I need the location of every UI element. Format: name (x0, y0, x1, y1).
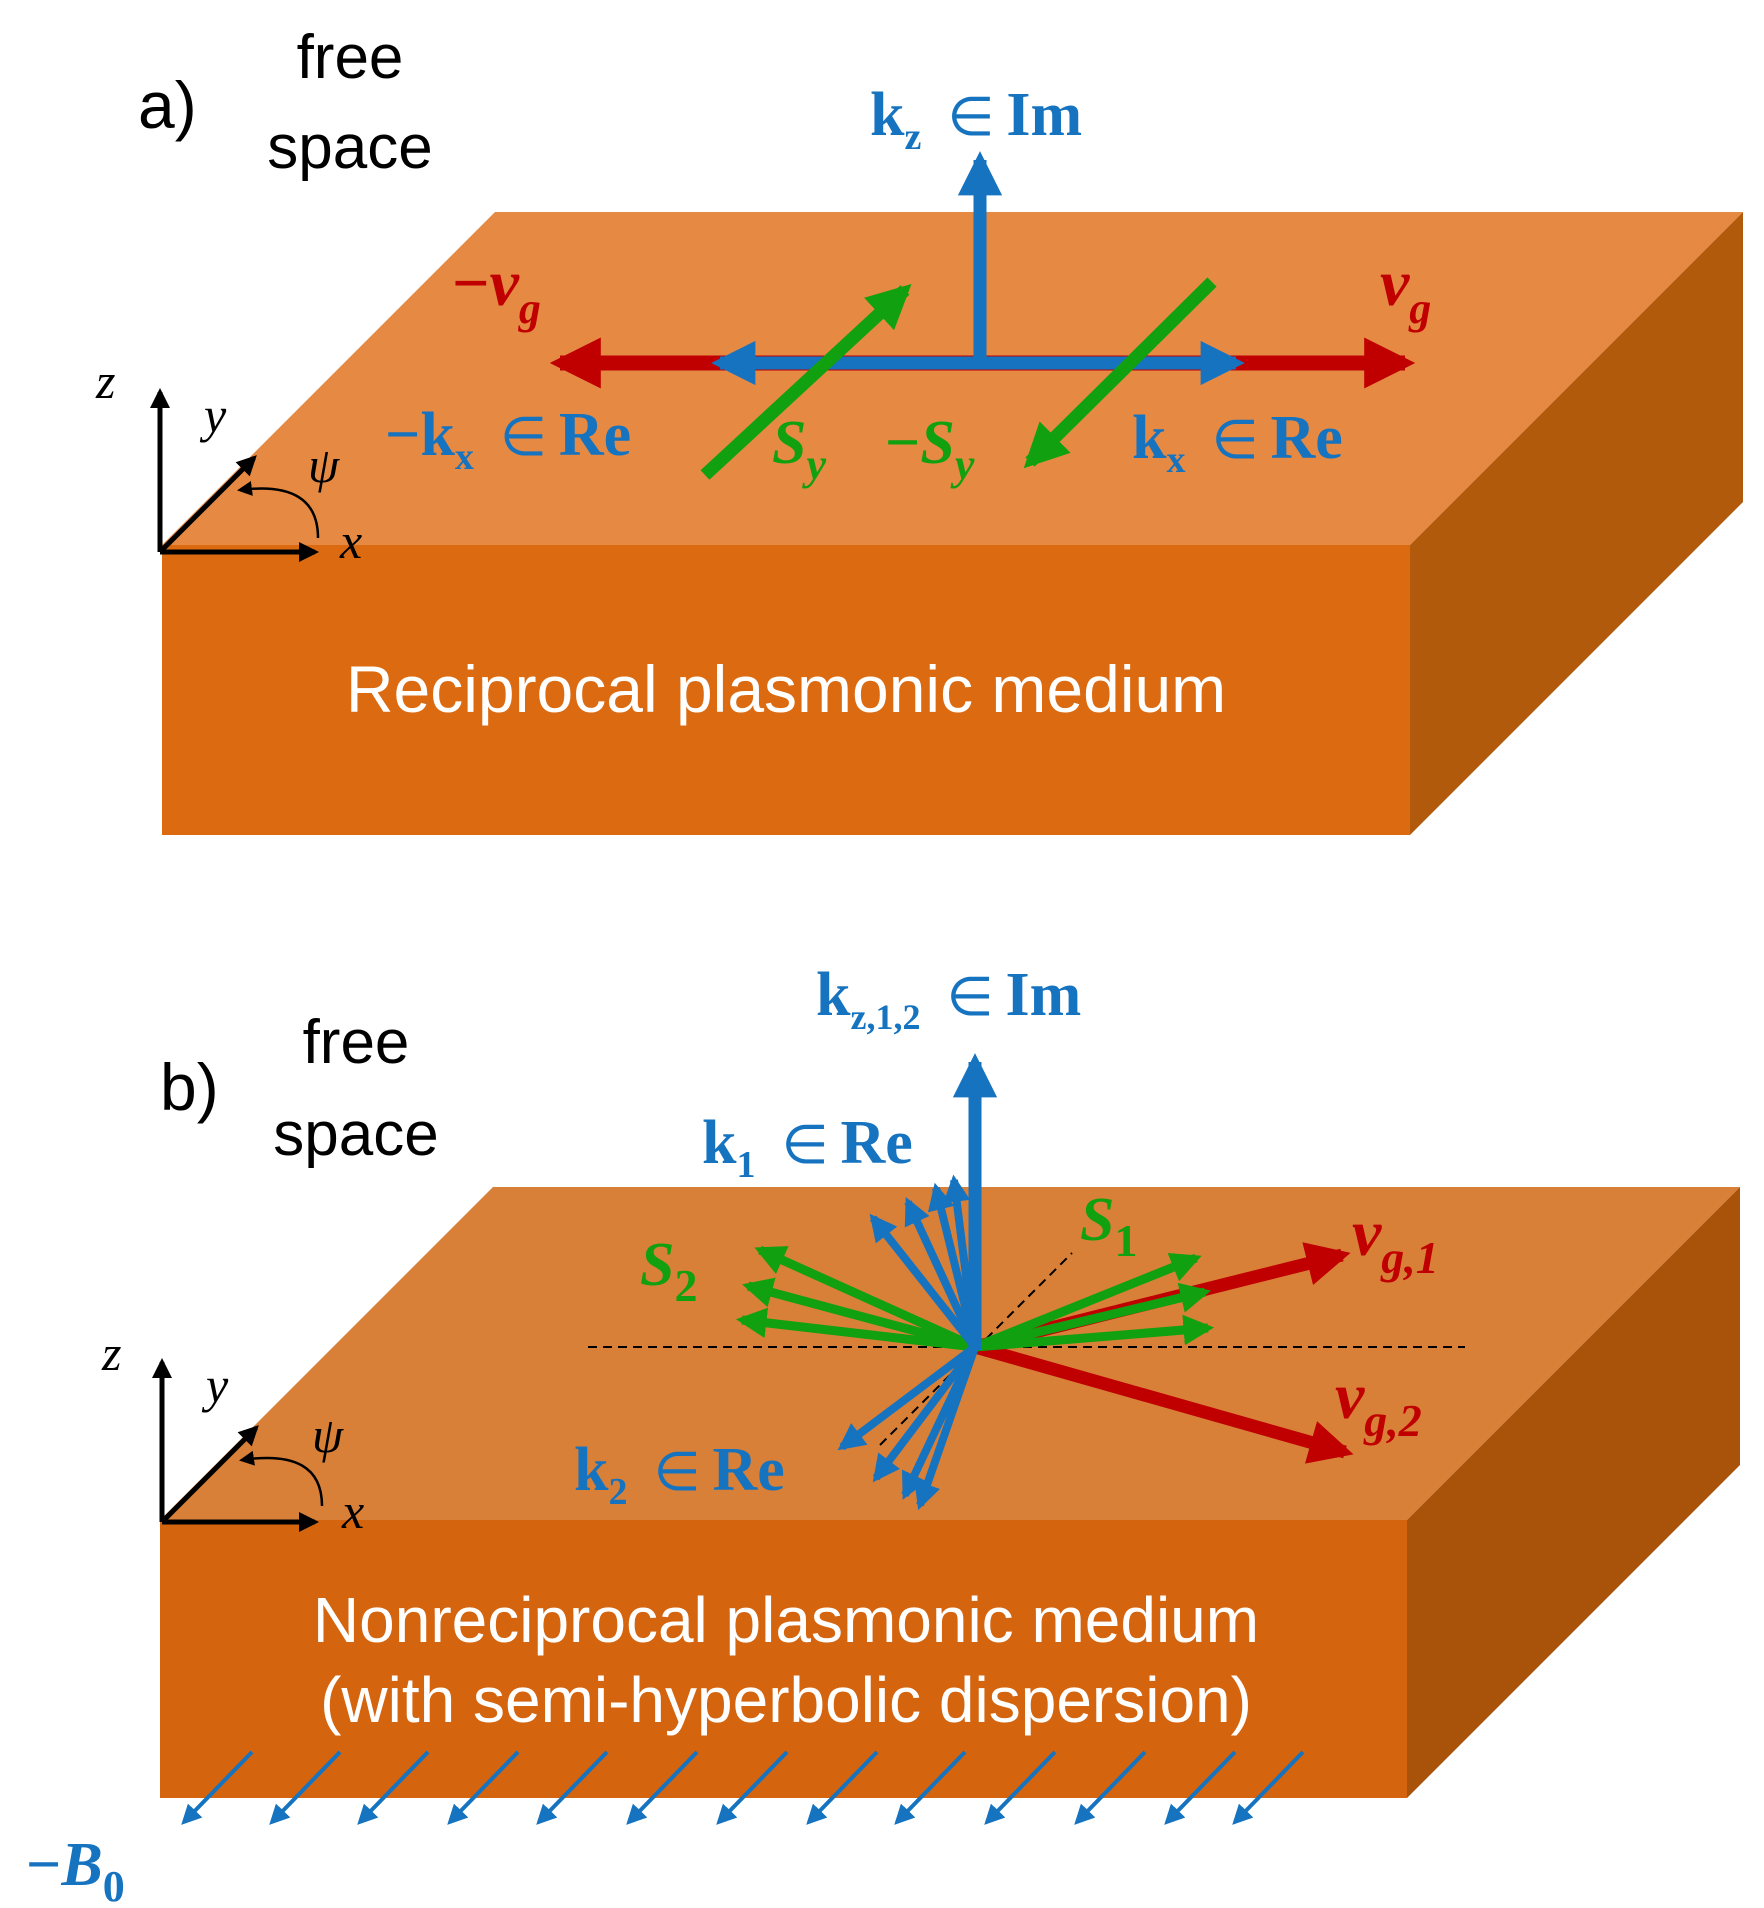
bias-field-arrow (1074, 1750, 1147, 1825)
arrow-b-k1-fan (869, 1213, 979, 1350)
axis-b-y-arrow (160, 1425, 259, 1524)
bias-field-arrow (269, 1750, 342, 1825)
label-b-b0: −B0 (26, 1831, 125, 1908)
panel-a-region-line1: free (297, 23, 404, 92)
arrow-b-k2-fan (872, 1344, 979, 1483)
label-b-s2: S2 (640, 1231, 697, 1311)
angle-a-arc (237, 481, 320, 539)
axis-b-y-label: y (201, 1357, 229, 1413)
slab-a (162, 212, 1743, 835)
bias-field-arrow (447, 1750, 520, 1825)
bias-field-arrow (536, 1750, 609, 1825)
panel-a: a) free space Reciprocal plasmonic mediu… (95, 23, 1743, 835)
arrow-b-k2-fan (914, 1345, 979, 1511)
bias-field-arrow (1164, 1750, 1237, 1825)
bias-field-arrow (626, 1750, 699, 1825)
arrow-b-s1-fan (974, 1314, 1215, 1352)
axes-a: z y x ψ (95, 353, 362, 569)
bias-field-arrow (806, 1750, 879, 1825)
bias-field-arrow (1232, 1750, 1305, 1825)
label-b-k1: k1∈Re (702, 1109, 913, 1186)
angle-b-arc (239, 1450, 324, 1507)
slab-a-side-face (1410, 212, 1743, 835)
arrow-b-vg2 (973, 1340, 1354, 1464)
axis-a-y-label: y (199, 387, 227, 443)
panel-b-medium-line2: (with semi-hyperbolic dispersion) (320, 1664, 1252, 1736)
label-b-vg1: vg,1 (1352, 1197, 1439, 1283)
arrow-b-s1-fan (973, 1252, 1202, 1352)
axis-b-x-label: x (341, 1483, 364, 1539)
label-a-kx: kx∈Re (1132, 404, 1343, 481)
bias-field-arrow (894, 1750, 967, 1825)
slab-a-front-face (162, 545, 1410, 835)
axes-b: z y x ψ (101, 1325, 364, 1539)
k2-fan (837, 1343, 979, 1511)
label-a-neg-vg: −vg (452, 247, 541, 333)
arrow-a-neg-sy (1023, 277, 1217, 469)
slab-a-top-face (162, 212, 1743, 545)
label-b-kz12: kz,1,2∈Im (816, 961, 1081, 1037)
label-b-s1: S1 (1080, 1186, 1137, 1266)
label-a-vg: vg (1380, 247, 1431, 333)
arrow-b-k1-fan (904, 1197, 979, 1349)
panel-b-label: b) (160, 1050, 219, 1124)
axis-a-z-label: z (95, 353, 115, 409)
slab-b-front-face (160, 1520, 1407, 1798)
arrow-b-s2-fan (754, 1245, 977, 1352)
label-a-neg-kx: −kx∈Re (385, 401, 631, 478)
panel-a-medium-label: Reciprocal plasmonic medium (346, 652, 1226, 726)
panel-b: b) free space Nonreciprocal plasmonic me… (26, 961, 1740, 1908)
panel-b-region-line1: free (303, 1008, 410, 1077)
arrow-b-s1-fan (973, 1282, 1211, 1352)
poynting-fan (735, 1245, 1215, 1352)
bias-field-arrow (716, 1750, 789, 1825)
arrow-a-sy (700, 283, 912, 480)
bias-field-arrow (357, 1750, 430, 1825)
panel-a-region-line2: space (267, 113, 432, 182)
bias-field-arrow (984, 1750, 1057, 1825)
arrow-b-s2-fan (742, 1277, 977, 1352)
label-a-neg-sy: −Sy (885, 409, 975, 489)
bias-field-arrow (181, 1750, 254, 1825)
axis-a-angle-label: ψ (308, 437, 340, 493)
label-b-vg2: vg,2 (1335, 1360, 1422, 1446)
axis-b-angle-label: ψ (312, 1407, 344, 1463)
axis-a-y-arrow (158, 455, 257, 554)
label-b-k2: k2∈Re (574, 1436, 785, 1513)
slab-b-side-face (1407, 1187, 1740, 1798)
axis-a-x-label: x (339, 513, 362, 569)
panel-a-label: a) (138, 68, 197, 142)
label-a-sy: Sy (772, 409, 826, 489)
arrow-b-k2-fan (837, 1343, 978, 1451)
bias-field-arrows (181, 1750, 1305, 1825)
arrow-b-s2-fan (735, 1307, 976, 1352)
panel-b-medium-line1: Nonreciprocal plasmonic medium (313, 1584, 1259, 1656)
axis-b-z-label: z (101, 1325, 121, 1381)
panel-b-region-line2: space (273, 1100, 438, 1169)
label-a-kz: kz∈Im (870, 81, 1082, 158)
